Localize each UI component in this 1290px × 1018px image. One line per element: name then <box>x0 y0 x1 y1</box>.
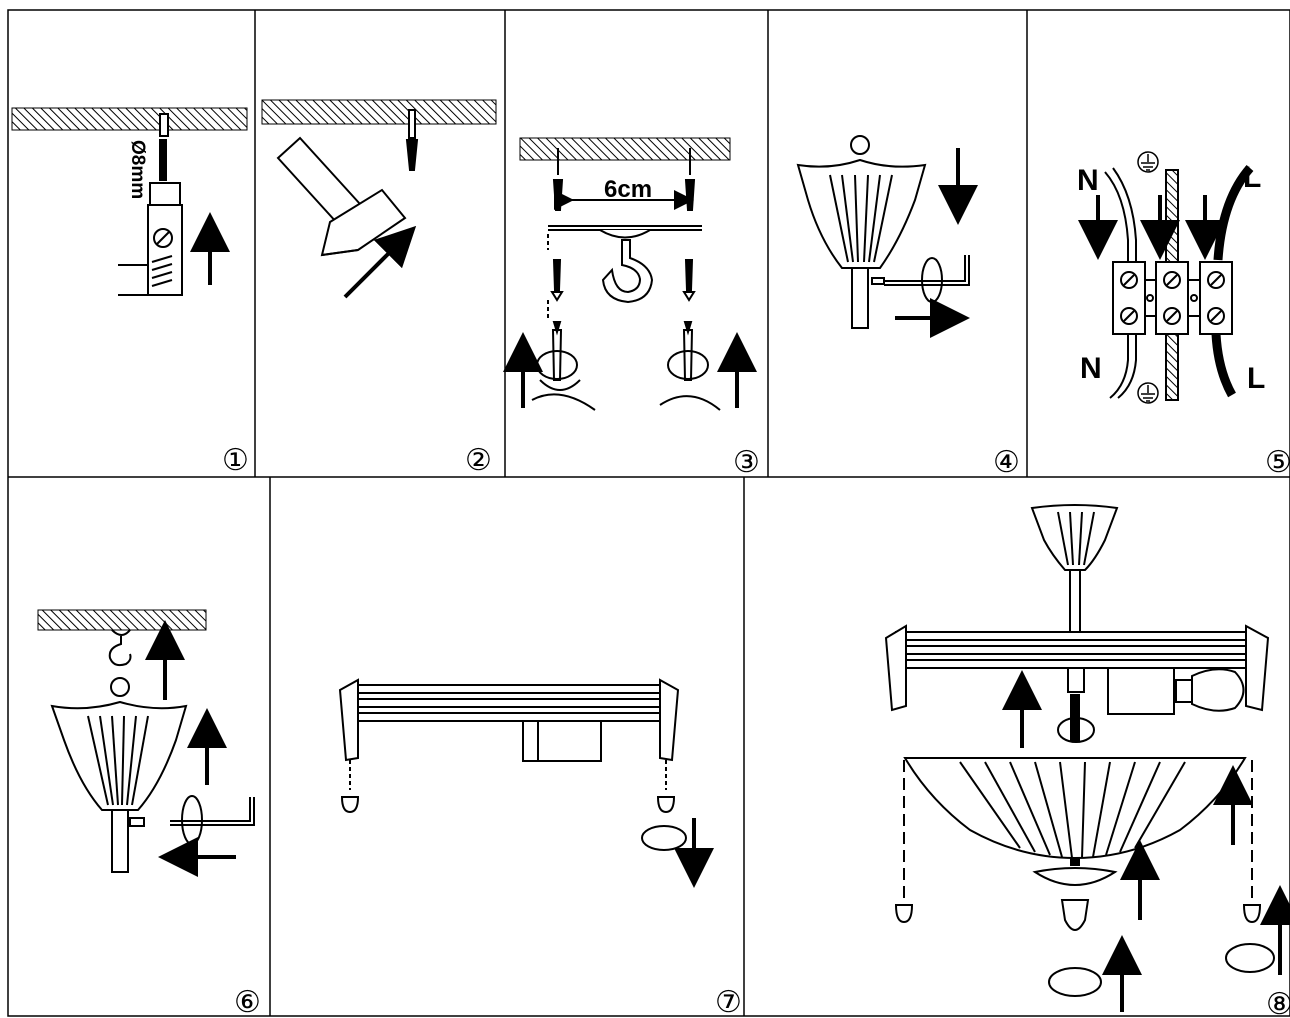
step-6-panel: ⑥ <box>37 609 261 1018</box>
step-6-number: ⑥ <box>234 985 261 1018</box>
hammer-icon <box>276 136 407 257</box>
earth-symbol-icon <box>1137 151 1159 404</box>
step-3-panel: 6cm ③ <box>503 137 760 480</box>
rotate-arrow-icon <box>1225 943 1275 973</box>
screwdriver-icon <box>531 321 721 411</box>
screw-icon <box>547 234 696 318</box>
ceiling-hatch <box>261 99 497 125</box>
frame-bar-icon <box>338 678 680 762</box>
step-5-number: ⑤ <box>1265 445 1290 480</box>
step-8-number: ⑧ <box>1266 987 1290 1018</box>
drill-icon <box>118 113 183 296</box>
step-1-panel: Ø8mm ① <box>11 107 249 478</box>
step-7-number: ⑦ <box>715 985 742 1018</box>
glass-bowl-icon <box>903 757 1247 860</box>
step-4-panel: ④ <box>796 135 1020 480</box>
canopy-icon <box>1030 504 1119 633</box>
step-3-number: ③ <box>733 445 760 480</box>
finial-icon <box>340 760 676 814</box>
terminal-block-icon <box>1112 261 1233 335</box>
step-2-panel: ② <box>261 99 497 478</box>
rotate-arrow-icon <box>536 350 709 380</box>
drill-size-label: Ø8mm <box>127 140 148 199</box>
frame-bar-icon <box>884 624 1270 715</box>
allen-key-icon <box>129 795 255 845</box>
ceiling-hatch <box>37 609 207 631</box>
canopy-icon <box>796 135 927 329</box>
step-7-panel: ⑦ <box>338 678 742 1018</box>
step-5-panel: N L N L ⑤ <box>1077 151 1290 480</box>
step-1-number: ① <box>222 443 249 478</box>
live-label-bottom: L <box>1247 362 1265 395</box>
light-bulb-icon <box>1175 668 1245 712</box>
wall-plug-icon <box>405 109 419 171</box>
mounting-plate-hook-icon <box>548 225 702 304</box>
rotate-arrow-icon <box>1057 717 1095 743</box>
step-8-panel: ⑧ <box>884 504 1290 1018</box>
live-label-top: L <box>1243 161 1261 194</box>
panel-grid <box>7 9 1290 1017</box>
rotate-arrow-icon <box>641 825 687 851</box>
neutral-label-top: N <box>1077 164 1099 197</box>
rotate-arrow-icon <box>1048 967 1102 997</box>
allen-key-icon <box>871 255 970 303</box>
step-2-number: ② <box>465 443 492 478</box>
ceiling-hatch <box>11 107 248 131</box>
hook-icon <box>108 629 132 667</box>
step-4-number: ④ <box>993 445 1020 480</box>
neutral-label-bottom: N <box>1080 352 1102 385</box>
canopy-icon <box>50 677 188 873</box>
direction-arrow-icon <box>343 225 417 299</box>
spacing-label: 6cm <box>604 176 652 203</box>
ceiling-hatch <box>519 137 731 161</box>
